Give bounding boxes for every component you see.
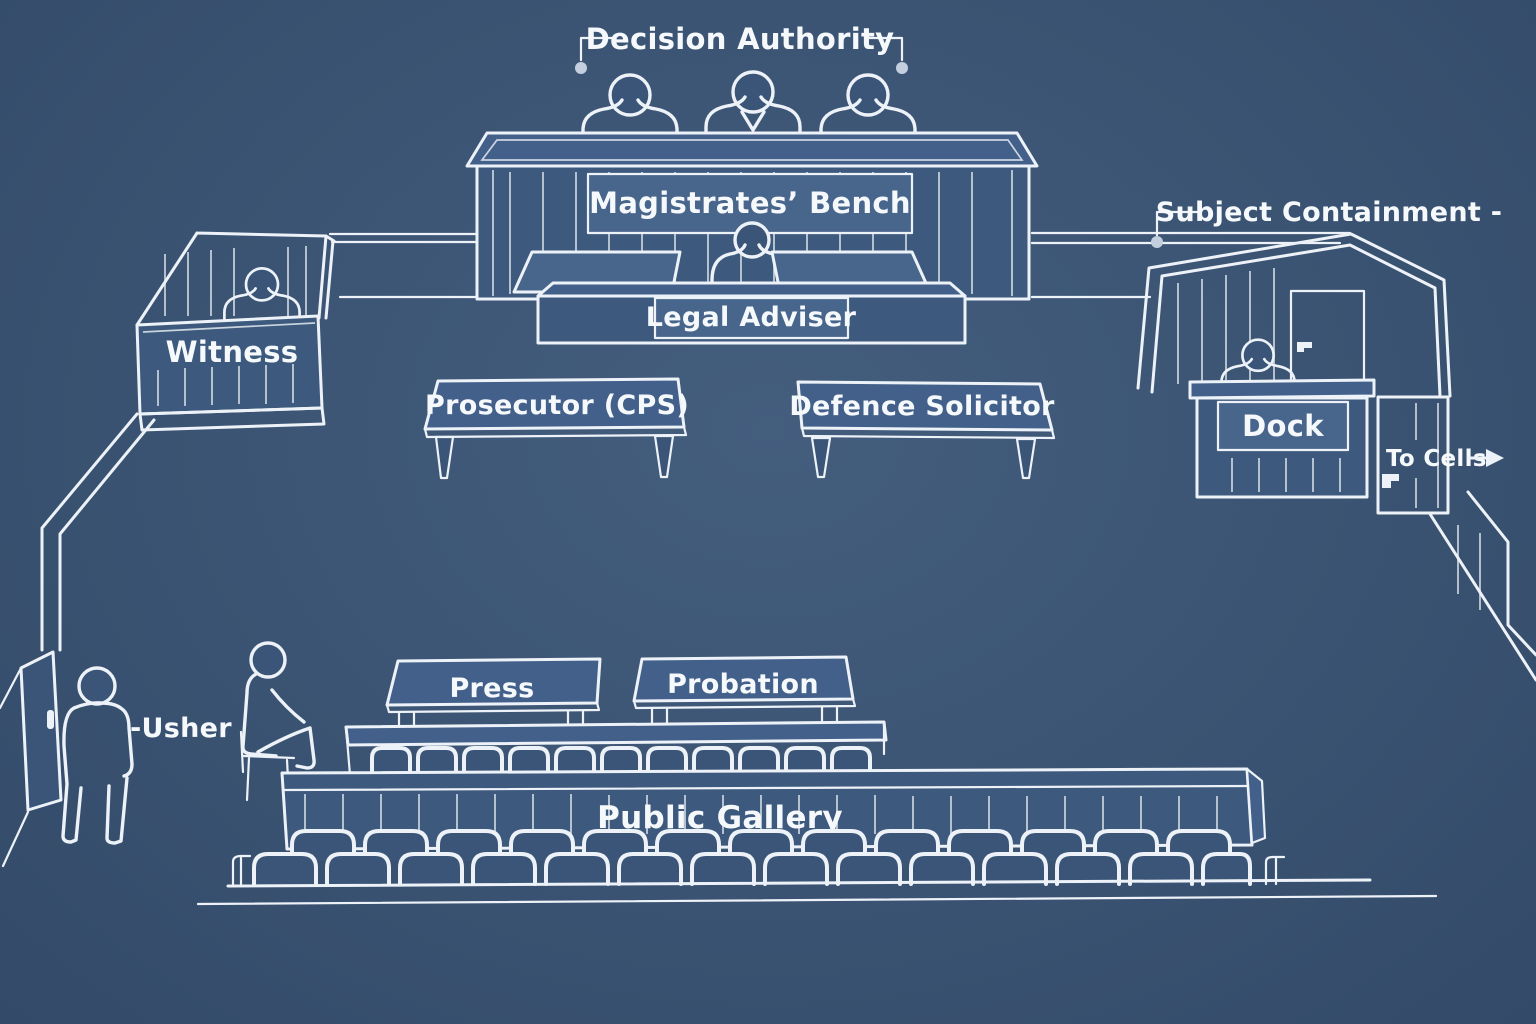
callout-dot xyxy=(1151,236,1163,248)
press-label: Press xyxy=(449,673,534,704)
usher-person-icon xyxy=(77,666,117,706)
chair xyxy=(239,730,296,802)
prosecutor-leg-right xyxy=(653,434,675,479)
to-cells-arrow-icon xyxy=(1486,449,1504,467)
dock-inner-door xyxy=(1289,289,1366,390)
mid-bench-seats xyxy=(370,746,872,776)
usher-figure: -Usher xyxy=(61,666,232,845)
callout-dot-right xyxy=(896,62,908,74)
prosecutor-label: Prosecutor (CPS) xyxy=(425,390,689,421)
gallery-bench-rail xyxy=(282,784,1251,792)
witness-box: Witness xyxy=(135,231,336,432)
prosecutor-desk-lip xyxy=(423,425,688,439)
door-leaf xyxy=(19,650,63,812)
bench-counter-inner xyxy=(480,139,1024,161)
floor-lines xyxy=(196,878,1438,906)
prosecutor-table: Prosecutor (CPS) xyxy=(423,377,689,480)
door-handle-icon xyxy=(1297,342,1312,352)
prosecutor-leg-left xyxy=(434,435,455,480)
seated-person xyxy=(239,641,316,802)
floor-line-front xyxy=(226,878,1372,888)
gallery-bench-side xyxy=(1245,767,1267,845)
subject-containment-label: Subject Containment - xyxy=(1156,197,1503,228)
gallery-slats xyxy=(304,794,1218,834)
cells-door-slats xyxy=(1415,403,1439,508)
dock-label: Dock xyxy=(1242,409,1324,443)
dock-back-slats xyxy=(1177,268,1275,384)
defence-solicitor-label: Defence Solicitor xyxy=(789,391,1055,422)
wall-left-floor xyxy=(0,666,30,868)
defence-leg-right xyxy=(1015,437,1037,480)
dock-outer-rim xyxy=(1136,232,1452,398)
wall-right-slats xyxy=(1457,525,1481,610)
legal-adviser-station: Legal Adviser xyxy=(512,221,967,345)
seated-person-icon xyxy=(241,672,316,770)
magistrates-bench-label: Magistrates’ Bench xyxy=(589,186,911,220)
magistrate-person-icon xyxy=(581,73,679,140)
decision-authority-label: Decision Authority xyxy=(586,22,895,56)
callout-subject-containment: Subject Containment - xyxy=(1151,197,1502,248)
press-table: Press xyxy=(385,657,602,731)
partial-seat-left xyxy=(231,854,252,886)
defence-leg-left xyxy=(810,436,832,479)
cells-door-frame xyxy=(1376,395,1450,515)
usher-label: -Usher xyxy=(130,713,232,744)
dock-front-rail xyxy=(1188,378,1376,400)
probation-table: Probation xyxy=(632,655,857,727)
callout-decision-authority: Decision Authority xyxy=(575,22,908,74)
usher-person-icon xyxy=(61,701,134,845)
witness-box-rim xyxy=(135,231,336,327)
probation-desk-lip xyxy=(632,697,857,710)
callout-bracket xyxy=(579,36,904,62)
door-handle-icon xyxy=(1382,474,1399,488)
witness-box-front-edge xyxy=(142,322,316,333)
magistrates-figures xyxy=(581,70,917,140)
bench-counter-top xyxy=(465,131,1039,168)
courtroom-walls xyxy=(0,231,1536,868)
defence-table: Defence Solicitor xyxy=(789,380,1056,480)
magistrate-person-icon xyxy=(704,70,802,137)
witness-box-base xyxy=(138,406,326,432)
dock-enclosure: Dock xyxy=(1136,232,1452,499)
door-handle-icon xyxy=(47,710,54,729)
magistrate-person-icon xyxy=(819,73,917,140)
witness-label: Witness xyxy=(166,335,299,369)
gallery-seats-front-row xyxy=(231,852,1286,886)
legal-adviser-label: Legal Adviser xyxy=(646,302,857,333)
mid-bench-edges xyxy=(344,720,886,777)
probation-legs xyxy=(650,705,839,727)
callout-bracket xyxy=(1155,210,1201,237)
witness-box-inner-slats xyxy=(164,246,307,316)
floor-line-back xyxy=(196,894,1438,906)
dock-name-plate xyxy=(1216,400,1350,452)
seated-person-icon xyxy=(249,641,287,679)
defence-desk-lip xyxy=(800,426,1056,440)
mid-bench-rail xyxy=(344,720,888,747)
cells-door: To Cells xyxy=(1376,395,1504,515)
press-desk-lip xyxy=(385,701,601,714)
entrance-door xyxy=(19,650,63,812)
witness-box-front-slats xyxy=(157,364,294,406)
wall-left-diagonal xyxy=(40,412,156,652)
adviser-name-plate xyxy=(653,296,850,340)
probation-label: Probation xyxy=(667,669,819,700)
callout-dot-left xyxy=(575,62,587,74)
wall-right-diagonal xyxy=(1428,490,1536,682)
adviser-desk-top xyxy=(536,281,967,298)
press-row-bench xyxy=(344,720,888,777)
public-gallery: Public Gallery xyxy=(280,767,1267,851)
dock-front-slats xyxy=(1231,458,1341,492)
press-legs xyxy=(397,709,585,731)
